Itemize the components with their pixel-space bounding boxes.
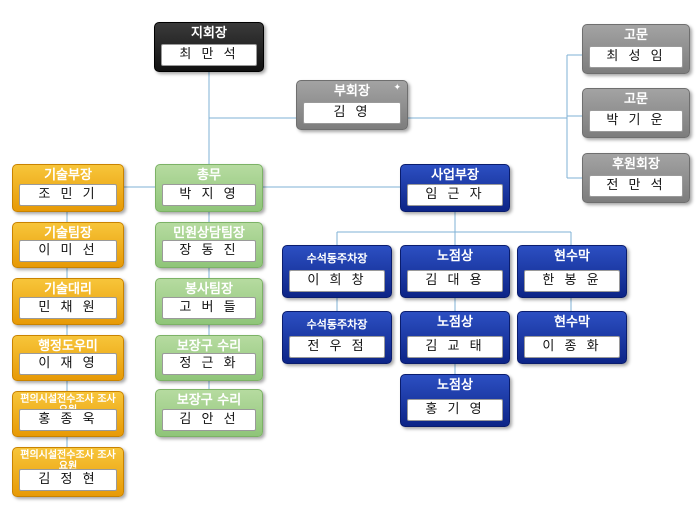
general-title: 보장구 수리 [176,393,242,408]
banner-name: 이 종 화 [524,336,620,358]
general-name: 정 근 화 [162,353,256,375]
tech-name: 홍 종 욱 [19,409,117,431]
street-vendor-card: 노점상 김 대 용 [400,245,510,298]
parking-card: 수석동주차장 전 우 점 [282,311,392,364]
tech-card: 행정도우미 이 재 영 [12,335,124,381]
parking-title: 수석동주차장 [306,318,368,331]
banner-title: 현수막 [554,315,590,330]
street-vendor-title: 노점상 [437,249,473,264]
banner-card: 현수막 한 봉 윤 [517,245,627,298]
chairman-name: 최 만 석 [161,44,257,66]
advisor-card: 고문 최 성 임 [582,24,690,74]
street-vendor-name: 김 교 태 [407,336,503,358]
advisor-name: 최 성 임 [589,46,683,68]
advisor-card: 고문 박 기 운 [582,88,690,138]
parking-card: 수석동주차장 이 희 창 [282,245,392,298]
general-card: 보장구 수리 정 근 화 [155,335,263,381]
tech-title: 행정도우미 [38,339,98,354]
general-card: 민원상담팀장 장 동 진 [155,222,263,268]
advisor-title: 고문 [624,28,648,43]
tech-card: 기술팀장 이 미 선 [12,222,124,268]
sponsor-chair-title: 후원회장 [612,157,660,172]
parking-name: 이 희 창 [289,270,385,292]
sponsor-chair-card: 후원회장 전 만 석 [582,153,690,203]
street-vendor-title: 노점상 [437,378,473,393]
advisor-name: 박 기 운 [589,110,683,132]
sparkle-icon: ✦ [393,83,401,93]
tech-title: 기술대리 [44,282,92,297]
business-head-title: 사업부장 [431,168,479,183]
business-head-card: 사업부장 임 근 자 [400,164,510,212]
vice-chairman-card: ✦ 부회장 김 영 [296,80,408,130]
banner-name: 한 봉 윤 [524,270,620,292]
general-card: 총무 박 지 영 [155,164,263,212]
chairman-card: 지회장 최 만 석 [154,22,264,72]
business-head-name: 임 근 자 [407,184,503,206]
sponsor-chair-name: 전 만 석 [589,175,683,197]
tech-title: 기술부장 [44,168,92,183]
general-title: 총무 [197,168,221,183]
banner-card: 현수막 이 종 화 [517,311,627,364]
tech-name: 이 재 영 [19,353,117,375]
parking-title: 수석동주차장 [306,252,368,265]
tech-title: 편의시설전수조사 조사요원 [20,450,116,472]
tech-name: 김 정 현 [19,469,117,491]
tech-card: 편의시설전수조사 조사요원 김 정 현 [12,447,124,497]
advisor-title: 고문 [624,92,648,107]
general-name: 고 버 들 [162,297,256,319]
general-title: 봉사팀장 [185,282,233,297]
street-vendor-card: 노점상 김 교 태 [400,311,510,364]
banner-title: 현수막 [554,249,590,264]
street-vendor-name: 김 대 용 [407,270,503,292]
tech-name: 조 민 기 [19,184,117,206]
general-card: 보장구 수리 김 안 선 [155,389,263,437]
street-vendor-card: 노점상 홍 기 영 [400,374,510,427]
vice-chairman-title: 부회장 [334,84,370,99]
parking-name: 전 우 점 [289,336,385,358]
general-name: 김 안 선 [162,409,256,431]
tech-card: 편의시설전수조사 조사요원 홍 종 욱 [12,391,124,437]
general-title: 민원상담팀장 [173,226,245,241]
vice-chairman-name: 김 영 [303,102,401,124]
general-name: 장 동 진 [162,240,256,262]
general-title: 보장구 수리 [176,339,242,354]
general-card: 봉사팀장 고 버 들 [155,278,263,325]
tech-name: 민 채 원 [19,297,117,319]
tech-card: 기술대리 민 채 원 [12,278,124,325]
street-vendor-name: 홍 기 영 [407,399,503,421]
tech-title: 기술팀장 [44,226,92,241]
chairman-title: 지회장 [191,26,227,41]
tech-name: 이 미 선 [19,240,117,262]
street-vendor-title: 노점상 [437,315,473,330]
tech-card: 기술부장 조 민 기 [12,164,124,212]
general-name: 박 지 영 [162,184,256,206]
